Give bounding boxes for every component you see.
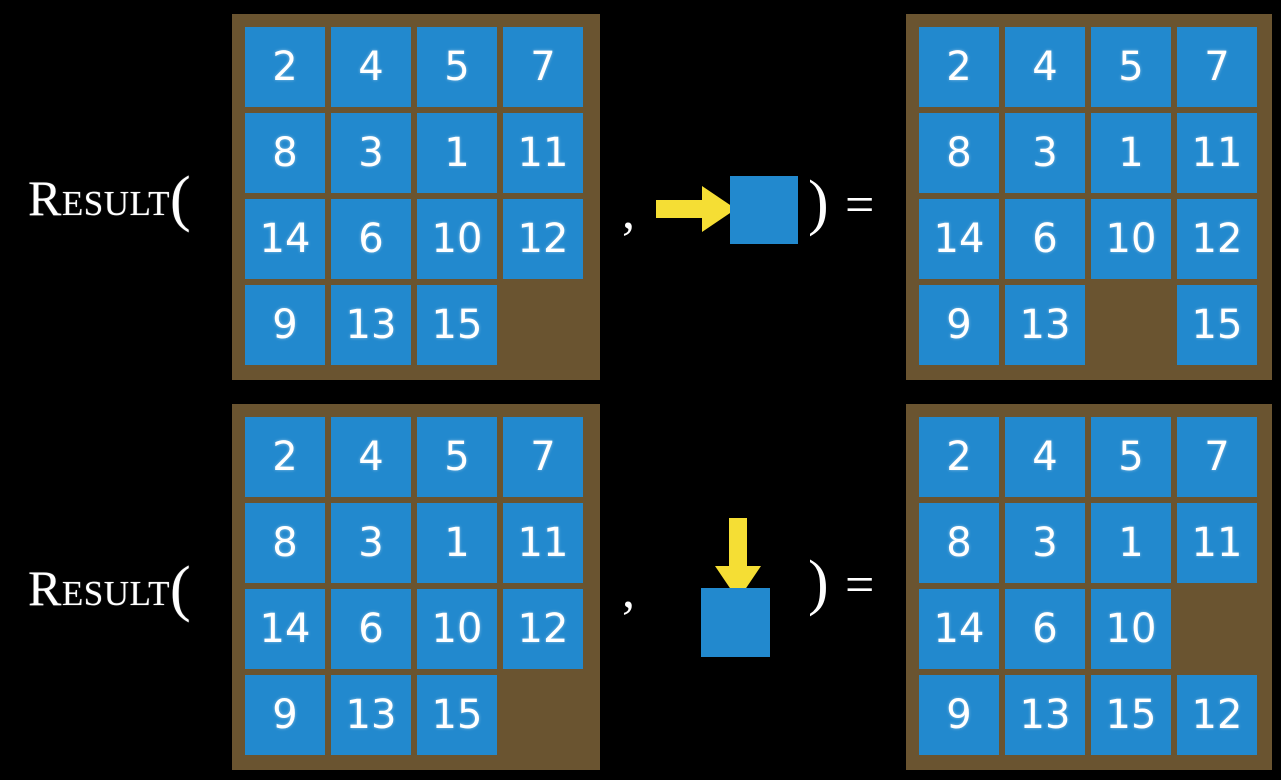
input-board-row-2: 2 4 5 7 8 3 1 11 14 6 10 12 9 13 15 [232,404,600,770]
action-tile-square[interactable] [701,588,770,657]
tile[interactable]: 3 [1005,113,1085,193]
tile[interactable]: 14 [245,199,325,279]
tile[interactable]: 10 [1091,199,1171,279]
tile[interactable]: 15 [417,675,497,755]
result-label-row-2: Result( [28,554,191,620]
tile[interactable]: 8 [245,113,325,193]
tile[interactable]: 13 [331,285,411,365]
tile[interactable]: 2 [245,27,325,107]
tile[interactable]: 9 [919,675,999,755]
tile[interactable]: 12 [503,589,583,669]
tile[interactable]: 4 [331,417,411,497]
tile-blank [1177,589,1257,669]
tile[interactable]: 11 [1177,113,1257,193]
tile[interactable]: 13 [1005,675,1085,755]
tile[interactable]: 4 [1005,27,1085,107]
tile[interactable]: 3 [331,113,411,193]
tile[interactable]: 6 [1005,199,1085,279]
tile[interactable]: 9 [245,675,325,755]
tile[interactable]: 4 [331,27,411,107]
tile[interactable]: 11 [1177,503,1257,583]
tile[interactable]: 3 [331,503,411,583]
operator-area-row-2: , ) = [600,390,906,780]
comma-separator: , [622,562,635,619]
result-label-row-1: Result( [28,164,191,230]
tile[interactable]: 5 [417,417,497,497]
result-initial: R [28,170,62,226]
tile[interactable]: 7 [1177,27,1257,107]
tile-blank [503,285,583,365]
tile[interactable]: 12 [503,199,583,279]
tile[interactable]: 5 [417,27,497,107]
tile[interactable]: 10 [1091,589,1171,669]
tile[interactable]: 8 [919,113,999,193]
tile[interactable]: 10 [417,199,497,279]
comma-separator: , [622,183,635,240]
open-paren: ( [170,555,192,623]
result-initial: R [28,560,62,616]
tile[interactable]: 15 [1177,285,1257,365]
tile[interactable]: 14 [245,589,325,669]
tile[interactable]: 10 [417,589,497,669]
tile-blank [503,675,583,755]
result-rest: esult [61,170,171,226]
tile[interactable]: 2 [919,417,999,497]
tile[interactable]: 4 [1005,417,1085,497]
tile[interactable]: 15 [1091,675,1171,755]
tile[interactable]: 7 [503,417,583,497]
output-board-row-1: 2 4 5 7 8 3 1 11 14 6 10 12 9 13 15 [906,14,1272,380]
tile[interactable]: 5 [1091,417,1171,497]
operator-area-row-1: , ) = [600,0,906,390]
action-tile-square[interactable] [730,176,798,244]
tile[interactable]: 5 [1091,27,1171,107]
tile[interactable]: 1 [417,503,497,583]
tile[interactable]: 15 [417,285,497,365]
tile[interactable]: 1 [417,113,497,193]
input-board-row-1: 2 4 5 7 8 3 1 11 14 6 10 12 9 13 15 [232,14,600,380]
tile[interactable]: 13 [331,675,411,755]
tile[interactable]: 7 [503,27,583,107]
tile[interactable]: 11 [503,503,583,583]
arrow-down-icon [715,518,761,600]
tile[interactable]: 2 [245,417,325,497]
tile[interactable]: 6 [331,589,411,669]
close-paren: ) [808,549,829,617]
tile[interactable]: 13 [1005,285,1085,365]
tile[interactable]: 9 [919,285,999,365]
equals-sign: = [845,177,875,234]
tile[interactable]: 11 [503,113,583,193]
equals-sign: = [845,557,875,614]
tile[interactable]: 14 [919,199,999,279]
close-paren: ) [808,169,829,237]
equation-row-2: Result( 2 4 5 7 8 3 1 11 14 6 10 12 9 13… [0,390,1281,780]
equation-row-1: Result( 2 4 5 7 8 3 1 11 14 6 10 12 9 13… [28,0,1272,390]
tile[interactable]: 2 [919,27,999,107]
tile-blank [1091,285,1171,365]
output-board-row-2: 2 4 5 7 8 3 1 11 14 6 10 9 13 15 12 [906,404,1272,770]
tile[interactable]: 12 [1177,199,1257,279]
arrow-right-icon [656,186,736,232]
tile[interactable]: 3 [1005,503,1085,583]
tile[interactable]: 14 [919,589,999,669]
tile[interactable]: 7 [1177,417,1257,497]
tile[interactable]: 1 [1091,503,1171,583]
tile[interactable]: 1 [1091,113,1171,193]
tile[interactable]: 6 [1005,589,1085,669]
tile[interactable]: 8 [919,503,999,583]
result-rest: esult [61,560,171,616]
tile[interactable]: 12 [1177,675,1257,755]
tile[interactable]: 8 [245,503,325,583]
tile[interactable]: 6 [331,199,411,279]
tile[interactable]: 9 [245,285,325,365]
open-paren: ( [170,165,192,233]
